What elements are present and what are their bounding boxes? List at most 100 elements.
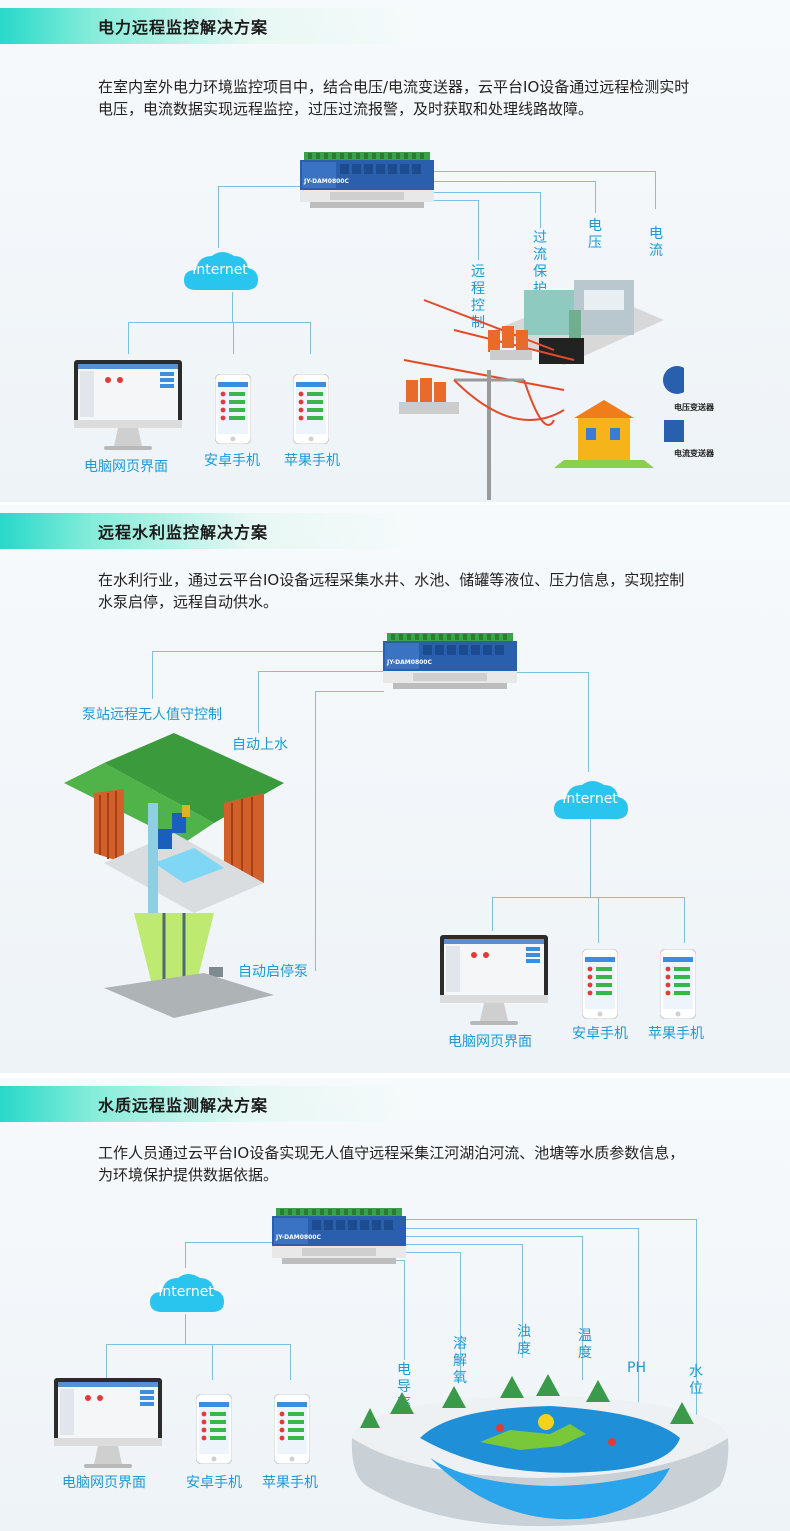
- device-model-label: JY-DAM0800C: [304, 178, 349, 185]
- iphone-label: 苹果手机: [284, 453, 340, 469]
- device-model-label: JY-DAM0800C: [276, 1234, 321, 1241]
- iphone-label: 苹果手机: [262, 1475, 318, 1491]
- connector-line: [515, 672, 588, 673]
- power-substation-icon: [399, 280, 684, 500]
- connector-line: [598, 897, 599, 943]
- section-title: 远程水利监控解决方案: [98, 523, 269, 542]
- connector-line: [582, 1236, 583, 1380]
- connector-line: [128, 322, 311, 323]
- connector-line: [492, 897, 685, 898]
- current-transmitter-label: 电流变送器: [674, 449, 714, 458]
- connector-line: [588, 672, 589, 772]
- connector-line: [185, 1242, 273, 1243]
- pc-label: 电脑网页界面: [62, 1475, 146, 1491]
- connector-line: [233, 322, 234, 354]
- connector-line: [382, 1236, 582, 1237]
- lake-icon: [351, 1374, 729, 1527]
- connector-line: [310, 322, 311, 354]
- tag-turbidity: 浊度: [517, 1324, 531, 1357]
- connector-line: [382, 1219, 696, 1220]
- connector-line: [315, 691, 316, 971]
- tag-voltage: 电压: [588, 218, 602, 251]
- iphone-label: 苹果手机: [648, 1026, 704, 1042]
- connector-line: [590, 817, 591, 897]
- connector-line: [430, 192, 540, 193]
- connector-line: [478, 200, 479, 260]
- connector-line: [404, 1260, 405, 1360]
- tag-overcurrent: 过流保护: [533, 230, 547, 297]
- connector-line: [232, 292, 233, 322]
- connector-line: [430, 181, 595, 182]
- cloud-label: Internet: [562, 791, 618, 807]
- section-water-quality: 水质远程监测解决方案 工作人员通过云平台IO设备实现无人值守远程采集江河湖泊河流…: [0, 1078, 790, 1531]
- header-accent-bar: [0, 8, 420, 44]
- auto-water-label: 自动上水: [232, 737, 288, 753]
- section-title: 电力远程监控解决方案: [98, 18, 269, 37]
- pc-label: 电脑网页界面: [84, 459, 168, 475]
- section-power: 电力远程监控解决方案 在室内室外电力环境监控项目中，结合电压/电流变送器，云平台…: [0, 0, 790, 502]
- connector-line: [430, 171, 655, 172]
- connector-line: [696, 1219, 697, 1457]
- cloud-label: Internet: [192, 262, 248, 278]
- section-description: 在水利行业，通过云平台IO设备远程采集水井、水池、储罐等液位、压力信息，实现控制…: [98, 571, 685, 611]
- android-label: 安卓手机: [186, 1475, 242, 1491]
- connector-line: [382, 1228, 638, 1229]
- connector-line: [684, 897, 685, 943]
- connector-line: [382, 1244, 522, 1245]
- device-model-label: JY-DAM0800C: [387, 659, 432, 666]
- tag-remote-control: 远程控制: [471, 264, 485, 331]
- section-water-conservancy: 远程水利监控解决方案 在水利行业，通过云平台IO设备远程采集水井、水池、储罐等液…: [0, 505, 790, 1073]
- section-header: 电力远程监控解决方案: [0, 0, 790, 44]
- connector-line: [492, 897, 493, 931]
- connector-line: [185, 1314, 186, 1344]
- android-label: 安卓手机: [204, 453, 260, 469]
- header-accent-bar: [0, 1086, 420, 1122]
- connector-line: [382, 1252, 460, 1253]
- monitor-icon: [74, 360, 182, 452]
- connector-line: [522, 1244, 523, 1358]
- auto-pump-label: 自动启停泵: [238, 964, 308, 980]
- connector-line: [655, 171, 656, 209]
- iphone-icon: [293, 374, 329, 444]
- connector-line: [258, 671, 384, 672]
- connector-line: [212, 1344, 213, 1380]
- iphone-icon: [274, 1394, 310, 1464]
- monitor-icon: [440, 935, 548, 1027]
- pump-station-label: 泵站远程无人值守控制: [82, 707, 222, 723]
- connector-line: [595, 181, 596, 213]
- cloud-icon: Internet: [182, 248, 258, 292]
- section-description: 在室内室外电力环境监控项目中，结合电压/电流变送器，云平台IO设备通过远程检测实…: [98, 78, 690, 118]
- connector-line: [460, 1252, 461, 1374]
- section-header: 远程水利监控解决方案: [0, 505, 790, 549]
- tag-dissolved-oxygen: 溶解氧: [453, 1336, 467, 1386]
- android-phone-icon: [196, 1394, 232, 1464]
- connector-line: [218, 186, 219, 248]
- pump-station-icon: [64, 733, 284, 1018]
- android-phone-icon: [582, 949, 618, 1019]
- cloud-label: Internet: [158, 1284, 214, 1300]
- connector-line: [128, 322, 129, 354]
- tag-water-level: 水位: [689, 1364, 703, 1397]
- voltage-transmitter-label: 电压变送器: [674, 403, 714, 412]
- connector-line: [638, 1228, 639, 1432]
- connector-line: [430, 200, 478, 201]
- connector-line: [218, 186, 304, 187]
- connector-line: [106, 1344, 107, 1380]
- iphone-icon: [660, 949, 696, 1019]
- header-accent-bar: [0, 513, 420, 549]
- android-label: 安卓手机: [572, 1026, 628, 1042]
- pc-label: 电脑网页界面: [448, 1034, 532, 1050]
- connector-line: [315, 691, 384, 692]
- tag-current: 电流: [649, 226, 663, 259]
- tag-temperature: 温度: [578, 1328, 592, 1361]
- android-phone-icon: [215, 374, 251, 444]
- connector-line: [106, 1344, 290, 1345]
- connector-line: [185, 1242, 186, 1268]
- section-header: 水质远程监测解决方案: [0, 1078, 790, 1122]
- cloud-icon: Internet: [148, 1270, 224, 1314]
- connector-line: [540, 192, 541, 228]
- monitor-icon: [54, 1378, 162, 1470]
- tag-ph: PH: [627, 1360, 646, 1376]
- section-title: 水质远程监测解决方案: [98, 1096, 269, 1115]
- connector-line: [152, 651, 384, 652]
